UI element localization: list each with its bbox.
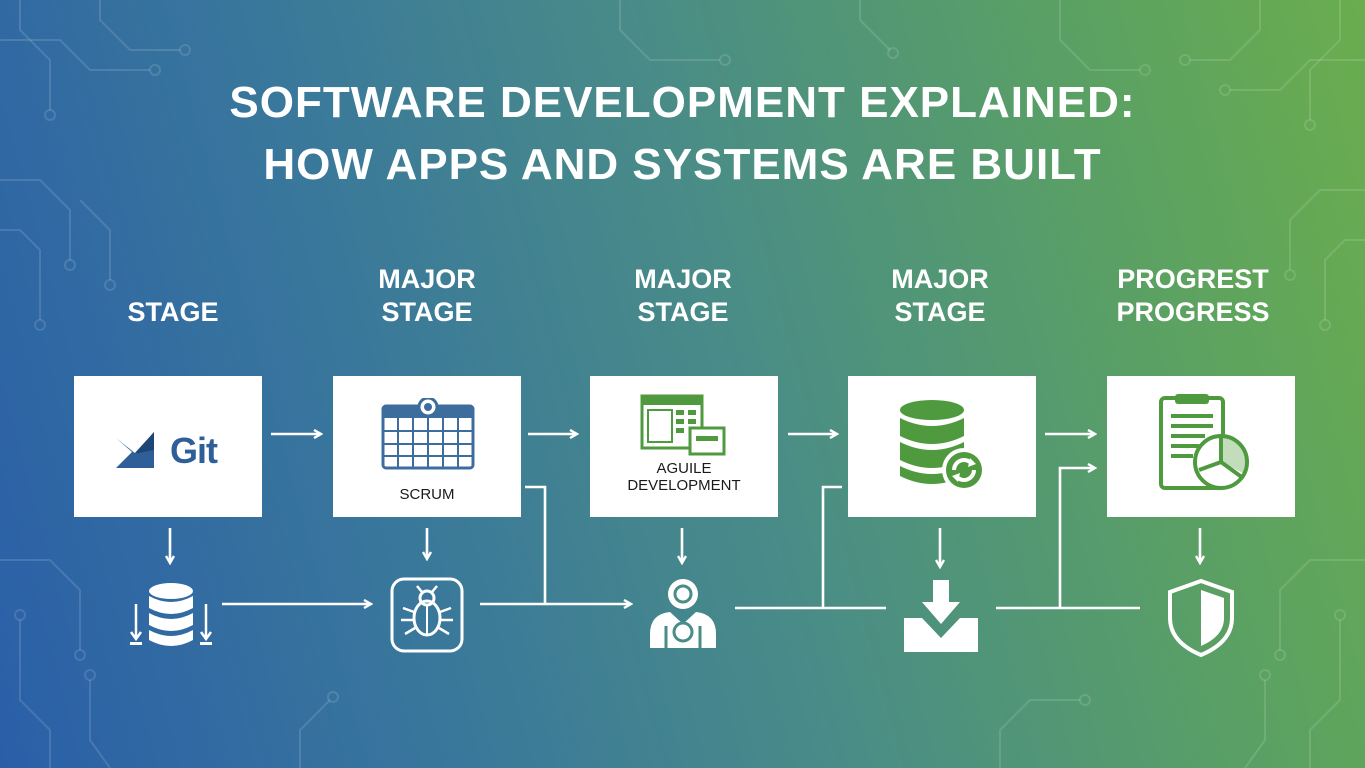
stage-1-label: STAGE (73, 263, 273, 329)
scrum-label: SCRUM (399, 486, 455, 503)
shield-icon (1168, 578, 1234, 658)
page-title-line-2: HOW APPS AND SYSTEMS ARE BUILT (263, 140, 1102, 189)
user-icon (650, 579, 716, 648)
agile-development-label: AGUILE DEVELOPMENT (590, 460, 778, 494)
git-logo-text: Git (170, 430, 218, 471)
page-title-line-1: SOFTWARE DEVELOPMENT EXPLAINED: (229, 78, 1136, 127)
stage-1-label-line-1 (73, 263, 273, 296)
download-tray-icon (904, 580, 978, 652)
stage-5-label-line-1: PROGREST (1117, 264, 1269, 294)
report-chart-icon (1159, 394, 1249, 490)
bug-icon (390, 577, 464, 653)
stage-1-card: Git (74, 376, 262, 517)
agile-development-label-line-1: AGUILE (656, 460, 712, 477)
stage-5-label-line-2: PROGRESS (1116, 297, 1270, 327)
database-sync-icon (900, 400, 986, 492)
stage-3-label-line-1: MAJOR (634, 264, 732, 294)
stage-3-label-line-2: STAGE (637, 297, 729, 327)
git-logo-icon (116, 432, 154, 468)
calendar-icon (381, 398, 475, 470)
stage-5-card (1107, 376, 1295, 517)
stage-3-label: MAJOR STAGE (583, 263, 783, 329)
stage-2-label: MAJOR STAGE (327, 263, 527, 329)
stage-2-label-line-1: MAJOR (378, 264, 476, 294)
stage-4-label-line-1: MAJOR (891, 264, 989, 294)
stage-2-label-line-2: STAGE (381, 297, 473, 327)
stage-4-label: MAJOR STAGE (840, 263, 1040, 329)
stage-3-card: AGUILE DEVELOPMENT (590, 376, 778, 517)
stage-4-label-line-2: STAGE (894, 297, 986, 327)
agile-development-label-line-2: DEVELOPMENT (627, 477, 741, 494)
database-icon (129, 583, 213, 646)
stage-4-card (848, 376, 1036, 517)
stage-5-label: PROGREST PROGRESS (1093, 263, 1293, 329)
stage-2-card: SCRUM (333, 376, 521, 517)
stage-1-label-line-2: STAGE (127, 297, 219, 327)
spreadsheet-icon (640, 394, 726, 456)
